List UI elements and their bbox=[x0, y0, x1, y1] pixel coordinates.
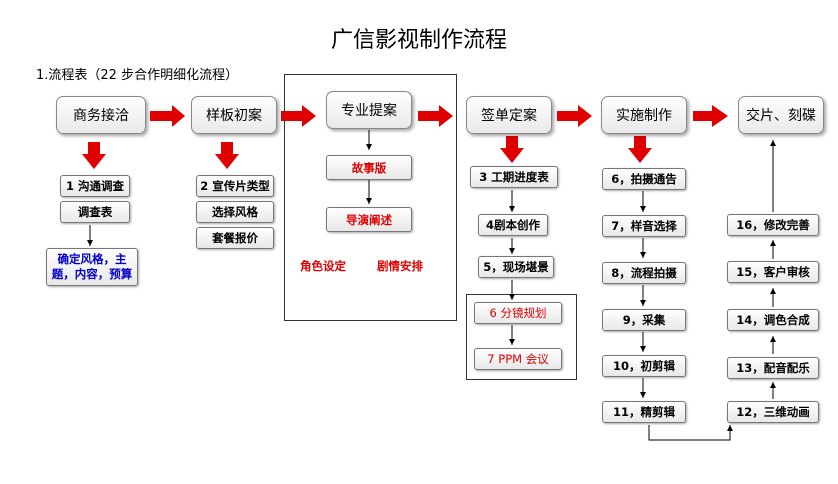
storyboard: 故事版 bbox=[326, 155, 412, 180]
step-dubbing-music: 13，配音配乐 bbox=[727, 357, 819, 379]
step-revision: 16，修改完善 bbox=[727, 214, 819, 236]
confirm-style-box: 确定风格，主题，内容，预算 bbox=[46, 248, 138, 286]
step-script-writing: 4剧本创作 bbox=[478, 214, 548, 236]
step-promo-type: 2 宣传片类型 bbox=[196, 175, 274, 197]
stage-sample-draft: 样板初案 bbox=[191, 96, 277, 134]
down-arrow-s1 bbox=[82, 142, 106, 169]
stage-professional-proposal: 专业提案 bbox=[326, 91, 412, 129]
step-fine-cut: 11，精剪辑 bbox=[602, 401, 686, 423]
step-capture: 9，采集 bbox=[602, 309, 686, 331]
step-rough-cut: 10，初剪辑 bbox=[602, 355, 686, 377]
arrow-s2-s3 bbox=[281, 105, 316, 127]
step-location-scout: 5，现场堪景 bbox=[478, 256, 554, 278]
plot-arrangement: 剧情安排 bbox=[377, 258, 423, 274]
step-process-shoot: 8，流程拍摄 bbox=[602, 262, 686, 284]
stage-business-contact: 商务接洽 bbox=[56, 96, 146, 134]
down-arrow-s5 bbox=[628, 136, 652, 163]
step-shoot-notice: 6，拍摄通告 bbox=[602, 168, 686, 190]
step-3d-animation: 12，三维动画 bbox=[727, 401, 819, 423]
character-setting: 角色设定 bbox=[300, 258, 346, 274]
step-sample-audio: 7，样音选择 bbox=[602, 215, 686, 237]
stage-delivery: 交片、刻碟 bbox=[738, 96, 824, 134]
stage-implementation: 实施制作 bbox=[601, 96, 687, 134]
arrow-s1-s2 bbox=[150, 105, 185, 127]
package-quote: 套餐报价 bbox=[196, 227, 274, 249]
step-storyboard-plan: 6 分镜规划 bbox=[474, 302, 562, 324]
down-arrow-s4 bbox=[500, 136, 524, 163]
down-arrow-s2 bbox=[215, 142, 239, 169]
survey-form: 调查表 bbox=[60, 201, 130, 223]
choose-style: 选择风格 bbox=[196, 201, 274, 223]
arrow-s5-s6 bbox=[693, 105, 728, 127]
step-color-compositing: 14，调色合成 bbox=[727, 309, 819, 331]
step-communication-survey: 1 沟通调查 bbox=[60, 175, 130, 197]
arrow-s3-s4 bbox=[418, 105, 453, 127]
step-client-review: 15，客户审核 bbox=[727, 261, 819, 283]
director-statement: 导演阐述 bbox=[326, 207, 412, 232]
step-ppm-meeting: 7 PPM 会议 bbox=[474, 348, 562, 370]
arrow-s4-s5 bbox=[557, 105, 592, 127]
stage-contract-sign: 签单定案 bbox=[466, 96, 552, 134]
step-schedule: 3 工期进度表 bbox=[470, 166, 558, 188]
